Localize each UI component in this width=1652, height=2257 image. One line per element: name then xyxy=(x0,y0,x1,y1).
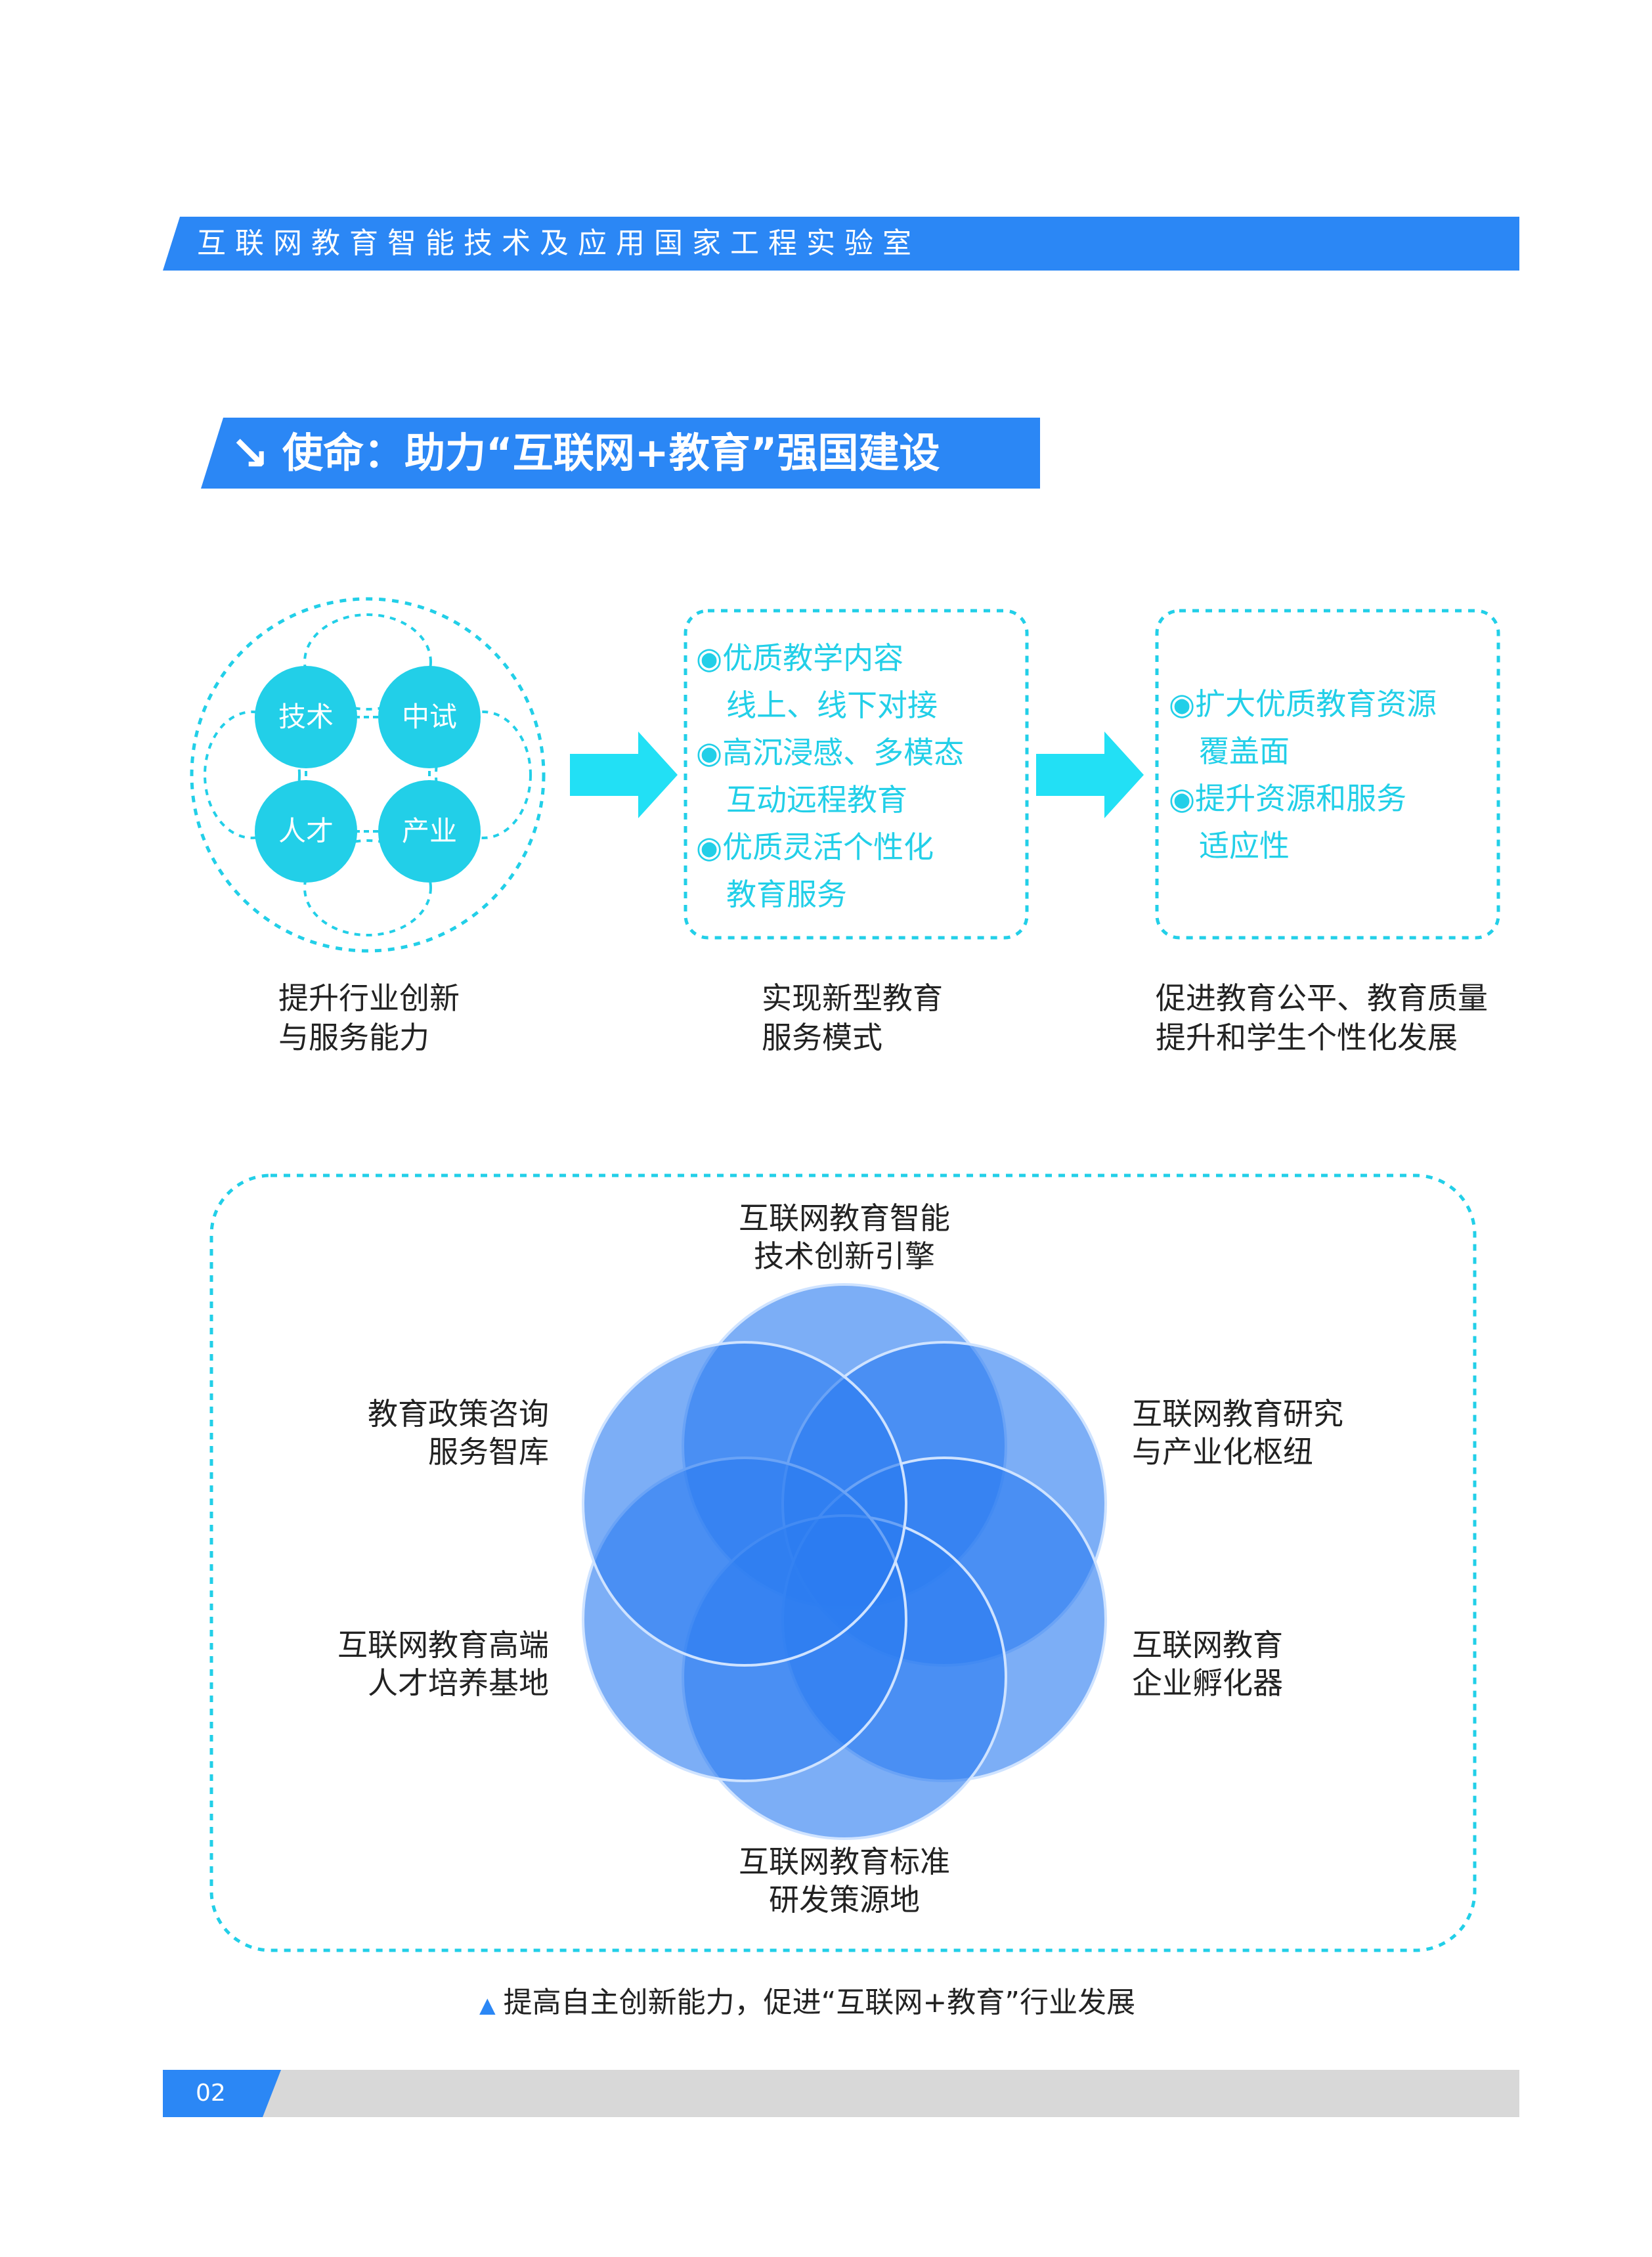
venn-circle-upper-left xyxy=(582,1341,907,1667)
outcome-box xyxy=(1155,609,1500,940)
node-industry xyxy=(378,780,481,883)
venn-container xyxy=(209,1173,1477,1952)
caption-capability: 提升行业创新 与服务能力 xyxy=(278,980,460,1055)
venn-label-top: 互联网教育智能 技术创新引擎 xyxy=(739,1200,950,1274)
flow-arrow-1 xyxy=(570,732,678,818)
service-box-line: 教育服务 xyxy=(696,877,847,912)
flow-arrow-2 xyxy=(1036,732,1144,818)
node-label-industry: 产业 xyxy=(401,815,457,847)
petal-left xyxy=(204,711,301,839)
outcome-box-line: 覆盖面 xyxy=(1169,734,1290,769)
petal-top xyxy=(303,613,432,711)
node-label-technology: 技术 xyxy=(278,701,334,733)
service-box-line: 线上、线下对接 xyxy=(696,688,938,723)
venn-label-lower-right: 互联网教育 企业孵化器 xyxy=(1132,1627,1283,1701)
venn-label-bottom: 互联网教育标准 研发策源地 xyxy=(739,1844,950,1917)
petal-bottom xyxy=(303,839,432,936)
service-box-line: ◉优质灵活个性化 xyxy=(696,829,934,865)
arrow-down-right-icon: ↘ xyxy=(230,426,270,481)
page-number-tab xyxy=(163,2070,281,2117)
triangle-up-icon: ▲ xyxy=(479,1992,496,2017)
figure-caption: ▲提高自主创新能力，促进“互联网+教育”行业发展 xyxy=(479,1986,1136,2019)
petal-right xyxy=(435,711,532,839)
venn-label-upper-right: 互联网教育研究 与产业化枢纽 xyxy=(1132,1396,1343,1470)
section-title: 使命：助力“互联网+教育”强国建设 xyxy=(282,429,940,477)
venn-label-lower-left: 互联网教育高端 人才培养基地 xyxy=(337,1627,549,1701)
outcome-box-line: ◉提升资源和服务 xyxy=(1169,781,1407,816)
header-title: 互联网教育智能技术及应用国家工程实验室 xyxy=(197,227,921,260)
outcome-box-line: ◉扩大优质教育资源 xyxy=(1169,686,1437,722)
node-label-talent: 人才 xyxy=(278,815,334,847)
caption-service-model: 实现新型教育 服务模式 xyxy=(762,980,943,1055)
page-number: 02 xyxy=(196,2080,226,2107)
node-talent xyxy=(255,780,357,883)
header-bar xyxy=(163,217,1519,271)
caption-equity: 促进教育公平、教育质量 提升和学生个性化发展 xyxy=(1156,980,1488,1055)
section-title-bar xyxy=(201,418,1040,489)
service-box xyxy=(684,609,1029,940)
venn-label-upper-left: 教育政策咨询 服务智库 xyxy=(368,1396,549,1470)
service-box-line: ◉优质教学内容 xyxy=(696,640,904,676)
node-label-pilot: 中试 xyxy=(401,701,457,733)
page-footer-bar xyxy=(250,2070,1519,2117)
outer-dashed-circle xyxy=(190,597,546,953)
node-technology xyxy=(255,666,357,768)
outcome-box-line: 适应性 xyxy=(1169,828,1290,864)
service-box-line: 互动远程教育 xyxy=(696,782,907,818)
node-pilot xyxy=(378,666,481,768)
service-box-line: ◉高沉浸感、多模态 xyxy=(696,735,965,770)
